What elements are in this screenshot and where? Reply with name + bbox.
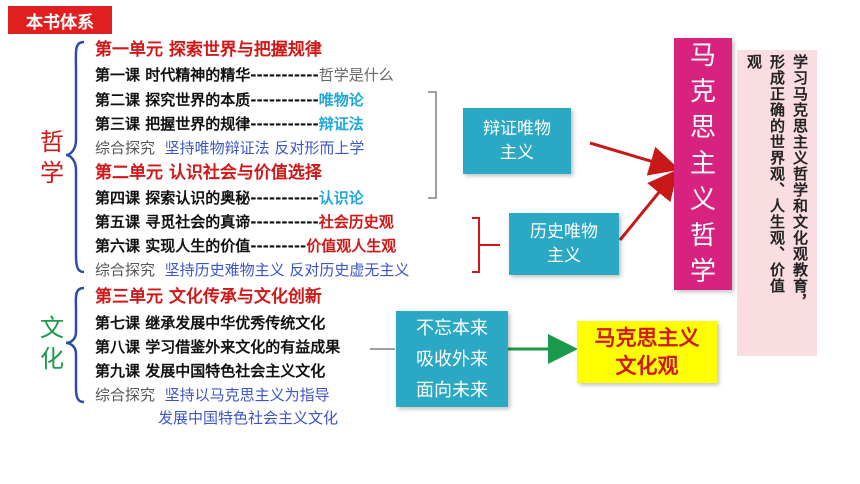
explore-text: 坚持唯物辩证法 反对形而上学 — [164, 139, 365, 157]
lesson-name: 第七课 继承发展中华优秀传统文化 — [95, 314, 326, 332]
lesson-name: 第八课 学习借鉴外来文化的有益成果 — [95, 338, 341, 356]
box-line: 面向未来 — [416, 379, 488, 401]
lesson-topic: 价值观人生观 — [306, 237, 397, 255]
culture-brace — [65, 286, 85, 404]
explore-text: 坚持历史难物主义 反对历史虚无主义 — [164, 261, 410, 279]
lesson-row: 第二课 探究世界的本质-----------唯物论 — [95, 88, 364, 112]
explore-row: 综合探究 坚持唯物辩证法 反对形而上学 — [95, 136, 364, 160]
explore-label: 综合探究 — [95, 261, 156, 279]
learning-purpose-text: 学习马克思主义哲学和文化观教育， 形成正确的世界观、人生观、价值观 — [737, 50, 817, 310]
section-char: 学 — [40, 159, 64, 187]
lesson-row: 第七课 继承发展中华优秀传统文化 — [95, 311, 325, 335]
lesson-name: 第五课 寻觅社会的真谛 — [95, 213, 251, 231]
vertical-char: 马 — [689, 41, 716, 71]
marxist-philosophy-text: 马克思主义哲学 — [690, 38, 716, 290]
box-line: 文化观 — [615, 354, 679, 378]
lesson-row: 第八课 学习借鉴外来文化的有益成果 — [95, 335, 340, 359]
section-char: 化 — [40, 345, 64, 373]
lesson-row: 第九课 发展中国特色社会主义文化 — [95, 359, 325, 383]
section-culture-label: 文 化 — [38, 313, 66, 375]
vertical-char: 思 — [689, 113, 716, 143]
lesson-name: 第二课 探究世界的本质 — [95, 91, 251, 109]
box-line: 主义 — [500, 143, 534, 163]
lesson-topic: 辩证法 — [318, 115, 364, 133]
purpose-column: 形成正确的世界观、人生观、价值 — [768, 54, 786, 294]
lesson-dashes: ----------- — [250, 66, 319, 84]
lesson-topic: 哲学是什么 — [318, 66, 394, 84]
lesson-name: 第一课 时代精神的精华 — [95, 66, 251, 84]
lesson-row: 第五课 寻觅社会的真谛-----------社会历史观 — [95, 210, 394, 234]
header-tag: 本书体系 — [8, 6, 112, 34]
marxist-culture-view-box: 马克思主义 文化观 — [577, 321, 717, 383]
box-line: 吸收外来 — [416, 348, 488, 370]
vertical-char: 哲 — [689, 221, 716, 251]
historical-bracket — [472, 217, 500, 273]
lesson-topic: 认识论 — [318, 189, 364, 207]
dialectical-bracket — [428, 91, 437, 199]
lesson-row: 第一课 时代精神的精华-----------哲学是什么 — [95, 63, 394, 87]
unit-title: 第一单元 探索世界与把握规律 — [95, 40, 322, 60]
box-line: 不忘本来 — [416, 317, 488, 339]
lesson-dashes: ----------- — [250, 189, 319, 207]
dialectical-materialism-box: 辩证唯物 主义 — [463, 108, 571, 174]
culture-attitude-box: 不忘本来 吸收外来 面向未来 — [396, 311, 508, 407]
lesson-name: 第四课 探索认识的奥秘 — [95, 189, 251, 207]
vertical-char: 克 — [689, 77, 716, 107]
lesson-row: 第四课 探索认识的奥秘-----------认识论 — [95, 186, 364, 210]
lesson-topic: 社会历史观 — [318, 213, 394, 231]
box-line: 马克思主义 — [594, 326, 700, 350]
historical-materialism-box: 历史唯物 主义 — [509, 213, 619, 275]
unit-title: 第二单元 认识社会与价值选择 — [95, 163, 322, 183]
lesson-row: 第三课 把握世界的规律-----------辩证法 — [95, 112, 364, 136]
lesson-name: 第九课 发展中国特色社会主义文化 — [95, 362, 326, 380]
explore-text: 坚持以马克思主义为指导 — [164, 386, 330, 404]
section-philosophy-label: 哲 学 — [38, 127, 66, 189]
philosophy-brace — [65, 40, 85, 274]
lesson-dashes: ----------- — [250, 91, 319, 109]
lesson-dashes: ----------- — [250, 115, 319, 133]
lesson-name: 第三课 把握世界的规律 — [95, 115, 251, 133]
vertical-char: 学 — [689, 257, 716, 287]
arrow-dialectical — [589, 141, 680, 176]
explore-label: 综合探究 — [95, 139, 156, 157]
explore-row: 综合探究 坚持历史难物主义 反对历史虚无主义 — [95, 258, 409, 282]
arrow-historical — [618, 169, 678, 241]
unit-title: 第三单元 文化传承与文化创新 — [95, 287, 322, 307]
explore-label: 综合探究 — [95, 386, 156, 404]
section-char: 哲 — [40, 128, 64, 156]
lesson-topic: 唯物论 — [318, 91, 364, 109]
marxist-philosophy-box: 马克思主义哲学 — [674, 38, 732, 290]
purpose-column: 学习马克思主义哲学和文化观教育， — [791, 54, 809, 310]
box-line: 历史唯物 — [530, 222, 598, 242]
lesson-dashes: ----------- — [250, 213, 319, 231]
purpose-column: 观 — [745, 54, 763, 70]
vertical-char: 义 — [689, 185, 716, 215]
lesson-dashes: --------- — [250, 237, 307, 255]
box-line: 主义 — [547, 246, 581, 266]
lesson-row: 第六课 实现人生的价值---------价值观人生观 — [95, 234, 396, 258]
lesson-name: 第六课 实现人生的价值 — [95, 237, 251, 255]
explore-row-continued: 发展中国特色社会主义文化 — [158, 406, 338, 430]
section-char: 文 — [40, 314, 64, 342]
learning-purpose-box: 学习马克思主义哲学和文化观教育， 形成正确的世界观、人生观、价值观 — [737, 50, 817, 356]
vertical-char: 主 — [689, 149, 716, 179]
box-line: 辩证唯物 — [483, 119, 551, 139]
explore-text: 发展中国特色社会主义文化 — [158, 409, 339, 427]
explore-row: 综合探究 坚持以马克思主义为指导 — [95, 383, 330, 407]
